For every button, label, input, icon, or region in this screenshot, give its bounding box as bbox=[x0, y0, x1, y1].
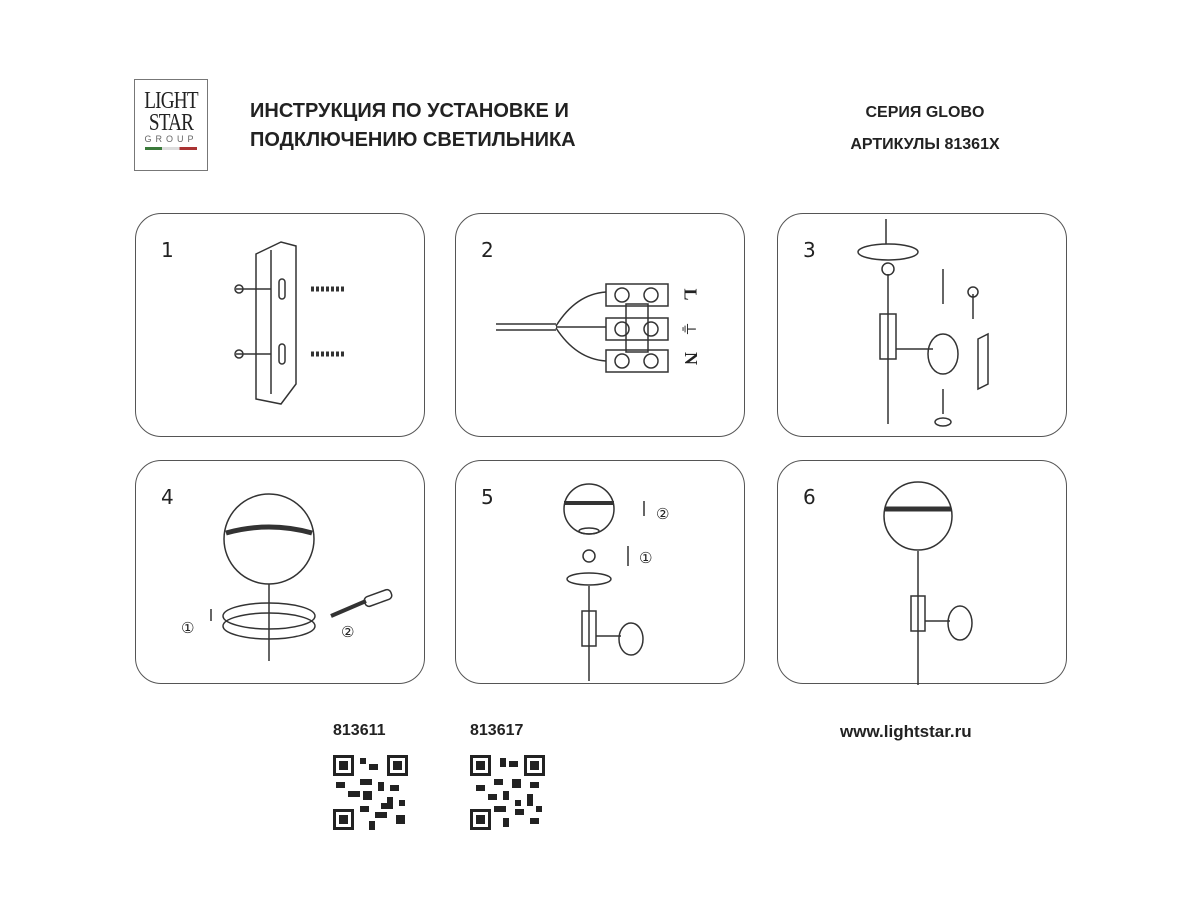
step-marker-2: ② bbox=[341, 623, 355, 641]
series-name: СЕРИЯ GLOBO bbox=[865, 104, 985, 121]
website-link[interactable]: www.lightstar.ru bbox=[840, 722, 972, 741]
step-number: 3 bbox=[803, 238, 816, 262]
title-line1: ИНСТРУКЦИЯ ПО УСТАНОВКЕ И bbox=[250, 100, 569, 122]
lightstar-logo: LIGHT STAR GROUP bbox=[134, 79, 208, 171]
logo-flag-stripe bbox=[145, 147, 197, 150]
step-marker-2: ② bbox=[656, 505, 670, 523]
qr-code[interactable] bbox=[333, 755, 408, 830]
assembled-lamp-illustration bbox=[883, 481, 973, 685]
step-3-panel: 3 bbox=[777, 213, 1067, 437]
title-line2: ПОДКЛЮЧЕНИЮ СВЕТИЛЬНИКА bbox=[250, 129, 576, 151]
step-6-panel: 6 bbox=[777, 460, 1067, 685]
logo-line1: LIGHT bbox=[144, 88, 198, 114]
neutral-label: N bbox=[681, 352, 701, 365]
earth-label: ⏚ bbox=[679, 320, 699, 338]
step-marker-1: ① bbox=[639, 549, 653, 567]
step-4-panel: 4 ① ② bbox=[135, 460, 425, 684]
article-code: 813617 bbox=[470, 722, 524, 739]
step-number: 4 bbox=[161, 485, 174, 509]
article-code: 813611 bbox=[333, 722, 386, 739]
lamp-mounting-illustration bbox=[857, 219, 989, 427]
step-number: 5 bbox=[481, 485, 494, 509]
step-number: 1 bbox=[161, 238, 174, 262]
terminal-block-illustration bbox=[496, 283, 669, 373]
qr-code[interactable] bbox=[470, 755, 545, 830]
series-info: СЕРИЯ GLOBO АРТИКУЛЫ 81361X bbox=[820, 97, 1030, 161]
shade-attach-illustration bbox=[563, 483, 645, 681]
step-5-panel: 5 ② ① bbox=[455, 460, 745, 684]
step-2-panel: 2 L ⏚ N bbox=[455, 213, 745, 437]
logo-line2: STAR bbox=[148, 110, 194, 136]
document-title: ИНСТРУКЦИЯ ПО УСТАНОВКЕ И ПОДКЛЮЧЕНИЮ СВ… bbox=[250, 97, 576, 155]
step-number: 2 bbox=[481, 238, 494, 262]
logo-line3: GROUP bbox=[144, 134, 198, 144]
article-numbers: АРТИКУЛЫ 81361X bbox=[850, 136, 1000, 153]
step-number: 6 bbox=[803, 485, 816, 509]
shade-ring-illustration bbox=[210, 493, 393, 661]
mounting-bracket-illustration bbox=[234, 241, 346, 405]
step-marker-1: ① bbox=[181, 619, 195, 637]
live-label: L bbox=[680, 288, 701, 301]
step-1-panel: 1 bbox=[135, 213, 425, 437]
